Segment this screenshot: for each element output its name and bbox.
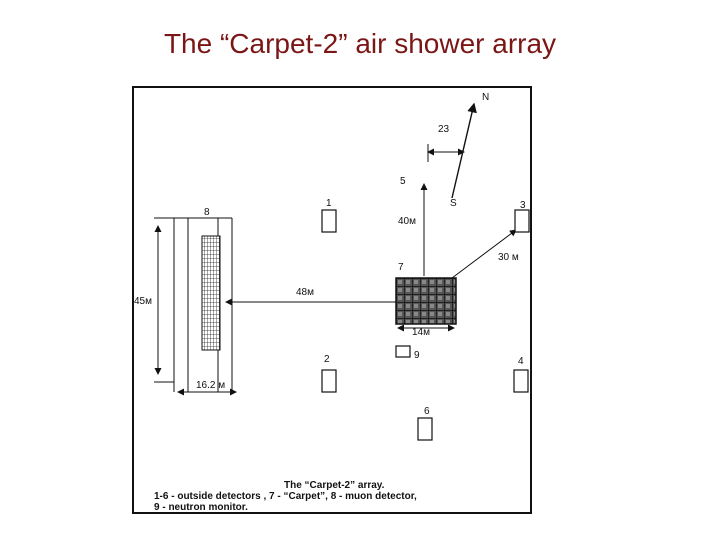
dim-16-2m-label: 16.2 м [196,380,225,391]
muon-detector-label: 8 [204,207,210,218]
svg-text:4: 4 [518,356,524,367]
caption-line-3: 9 - neutron monitor. [154,502,248,513]
detector-2: 2 [321,354,337,393]
dim-14m-label: 14м [412,327,430,338]
dim-40m-label: 40м [398,216,416,227]
detector-4: 4 [513,356,529,393]
svg-text:6: 6 [424,406,430,417]
caption-line-1: The “Carpet-2” array. [284,480,385,491]
svg-text:2: 2 [324,354,330,365]
detector-1: 1 [321,198,337,233]
dim-45m: 45м [134,217,174,383]
svg-text:3: 3 [520,200,526,211]
detector-3: 3 [514,200,530,233]
detector-6: 6 [417,406,433,441]
diagram-caption: The “Carpet-2” array. 1-6 - outside dete… [154,480,417,513]
dim-48m-label: 48м [296,287,314,298]
dim-40m: 40м [398,183,428,276]
carpet: 7 14м [395,262,457,338]
muon-grid [201,235,221,351]
neutron-monitor-label: 9 [414,350,420,361]
diagram-frame [132,86,532,514]
detector-5-label: 5 [400,176,406,187]
dim-16-2m: 16.2 м [177,380,237,396]
dim-45m-label: 45м [134,296,152,307]
north-label: N [482,92,489,103]
svg-text:1: 1 [326,198,332,209]
dim-30m: 30 м [451,229,519,279]
carpet-label: 7 [398,262,404,273]
dim-30m-label: 30 м [498,252,519,263]
array-diagram: N S 23 40м 5 30 м 48м 1 2 3 4 6 [132,86,532,514]
angle-label: 23 [438,124,450,135]
slide-title: The “Carpet-2” air shower array [163,28,557,59]
angle-marker: 23 [427,124,465,162]
caption-line-2: 1-6 - outside detectors , 7 - “Carpet”, … [154,491,417,502]
neutron-monitor: 9 [395,345,420,361]
south-label: S [450,198,457,209]
dim-48m: 48м [225,287,396,306]
muon-detector: 8 [173,207,233,392]
carpet-grid [395,277,457,325]
